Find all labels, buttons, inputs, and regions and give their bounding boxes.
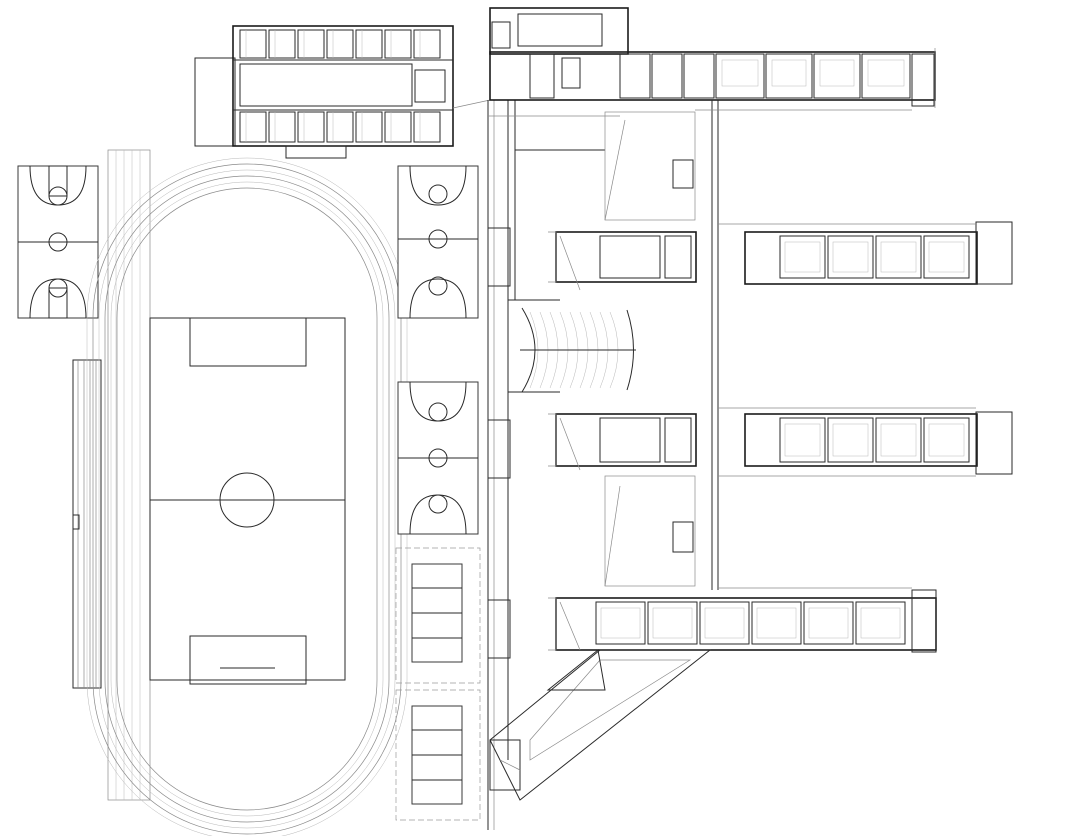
dorm-room [239, 111, 267, 143]
classroom-desks [784, 423, 821, 457]
classroom [779, 417, 826, 463]
classroom [779, 235, 826, 279]
classroom [619, 53, 651, 99]
classroom-desks [880, 241, 917, 273]
classroom-desks [880, 423, 917, 457]
classroom-desks [819, 59, 855, 87]
classroom-desks [832, 423, 869, 457]
classroom-wing-2 [548, 411, 1013, 475]
classroom [751, 601, 802, 645]
basketball-court-middle-top [397, 165, 479, 319]
track-lane [110, 181, 384, 817]
classroom-desks [832, 241, 869, 273]
track-lane [104, 175, 390, 823]
dorm-room [355, 111, 383, 143]
courtyards [604, 100, 976, 590]
classroom [651, 53, 683, 99]
dorm-room [326, 111, 354, 143]
auditorium [520, 307, 636, 393]
dorm-room [297, 111, 325, 143]
dorm-room [413, 29, 441, 59]
classroom-desks [860, 607, 901, 639]
track-lane [116, 187, 378, 811]
dorm-room [297, 29, 325, 59]
dorm-room [326, 29, 354, 59]
classroom-desks [771, 59, 807, 87]
classroom-desks [600, 607, 641, 639]
track-lane [98, 169, 396, 829]
admin-building [489, 7, 936, 108]
track-lane [92, 163, 402, 835]
classroom [683, 53, 715, 99]
dorm-room [355, 29, 383, 59]
classroom-desks [784, 241, 821, 273]
classroom [647, 601, 698, 645]
classroom-desks [652, 607, 693, 639]
classroom-wing-1 [548, 221, 1013, 291]
dorm-room [413, 111, 441, 143]
classroom [803, 601, 854, 645]
dorm-room [268, 29, 296, 59]
dormitory-block [194, 25, 491, 159]
classroom [855, 601, 906, 645]
classroom-desks [867, 59, 905, 87]
classroom [813, 53, 861, 99]
dorm-rooms-bottom [239, 111, 441, 143]
running-track [86, 149, 408, 836]
dorm-room [268, 111, 296, 143]
football-field [149, 317, 346, 685]
classroom [875, 235, 922, 279]
classroom [861, 53, 911, 99]
classroom-desks [704, 607, 745, 639]
classroom-desks [756, 607, 797, 639]
dorm-room [239, 29, 267, 59]
classroom [827, 417, 874, 463]
classroom [699, 601, 750, 645]
dorm-room [384, 111, 412, 143]
classroom [923, 417, 970, 463]
classroom [875, 417, 922, 463]
classroom-wing-3 [548, 589, 937, 653]
classroom [923, 235, 970, 279]
classroom [765, 53, 813, 99]
dorm-room [384, 29, 412, 59]
south-plaza [489, 649, 712, 801]
basketball-court-left [17, 165, 99, 319]
classroom-desks [928, 423, 965, 457]
classroom-desks [808, 607, 849, 639]
dorm-rooms-top [239, 29, 441, 59]
basketball-court-middle-bottom [397, 381, 479, 535]
tennis-courts [395, 547, 481, 821]
track-lane [86, 157, 408, 836]
circulation-spine [487, 100, 620, 830]
classroom [595, 601, 646, 645]
classroom [827, 235, 874, 279]
classroom-desks [721, 59, 759, 87]
classroom-desks [928, 241, 965, 273]
classroom [715, 53, 765, 99]
